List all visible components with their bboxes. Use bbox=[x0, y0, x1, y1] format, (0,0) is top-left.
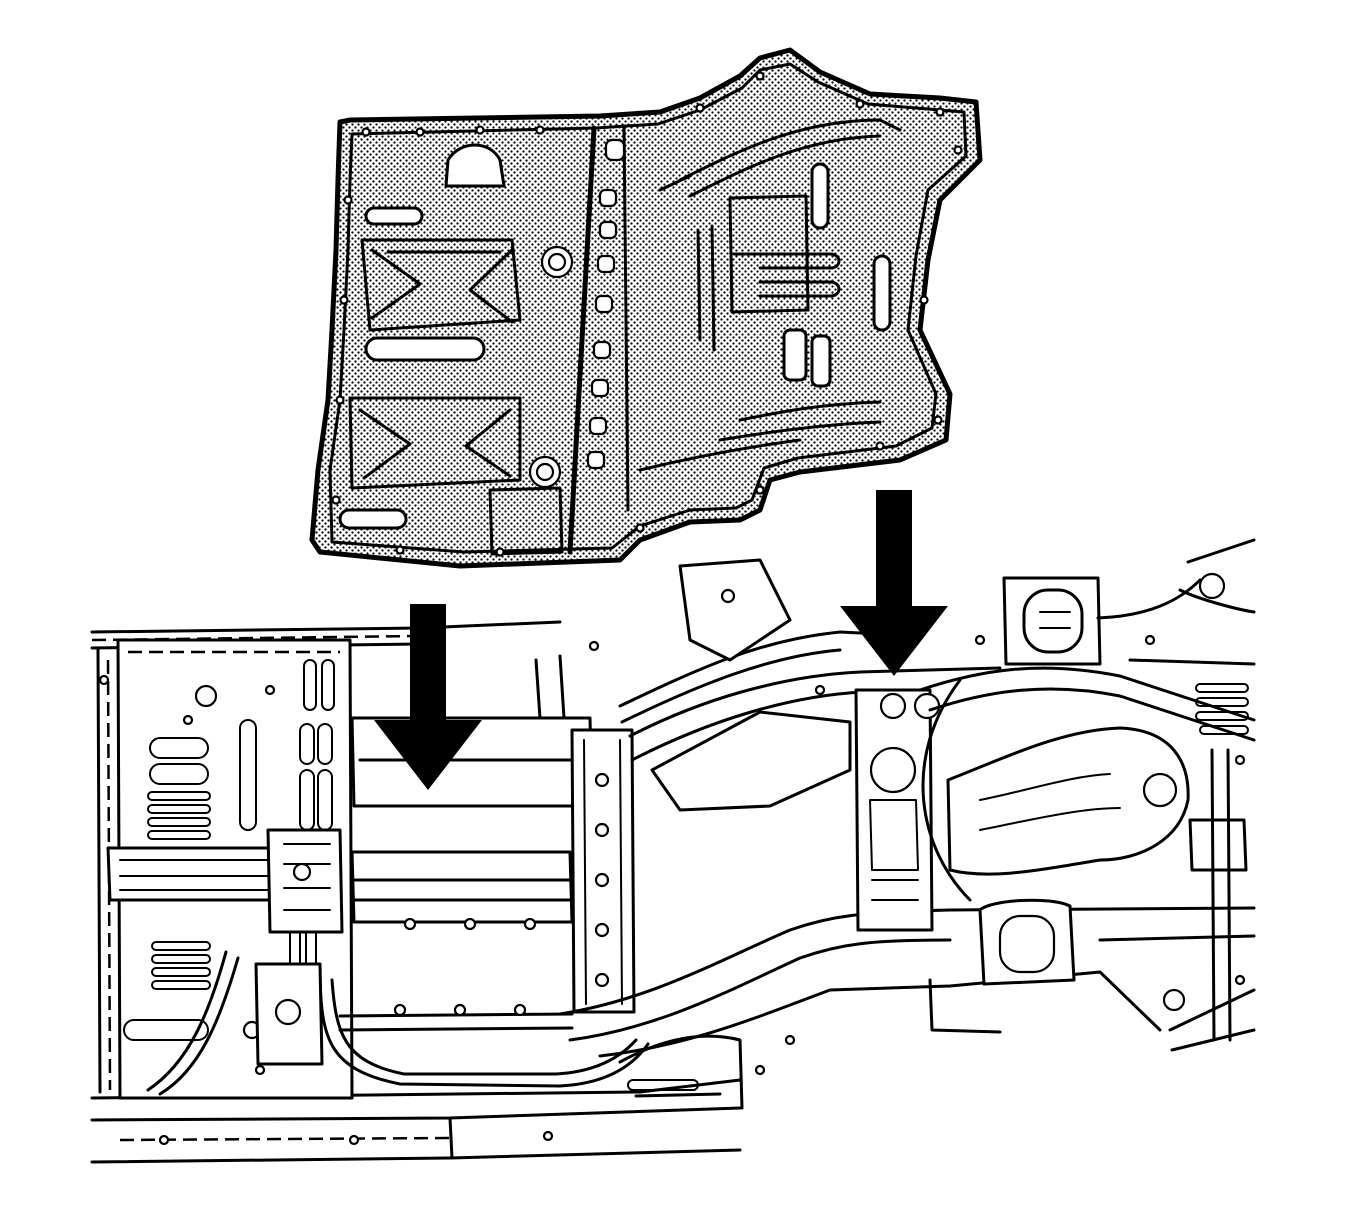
mounting-holes bbox=[98, 634, 1246, 1146]
floor-panel bbox=[309, 47, 983, 569]
panel-holes bbox=[331, 71, 963, 557]
front-install-arrow bbox=[374, 604, 482, 790]
vehicle-body-underbody bbox=[90, 538, 1256, 1164]
rear-install-arrow bbox=[840, 490, 948, 676]
